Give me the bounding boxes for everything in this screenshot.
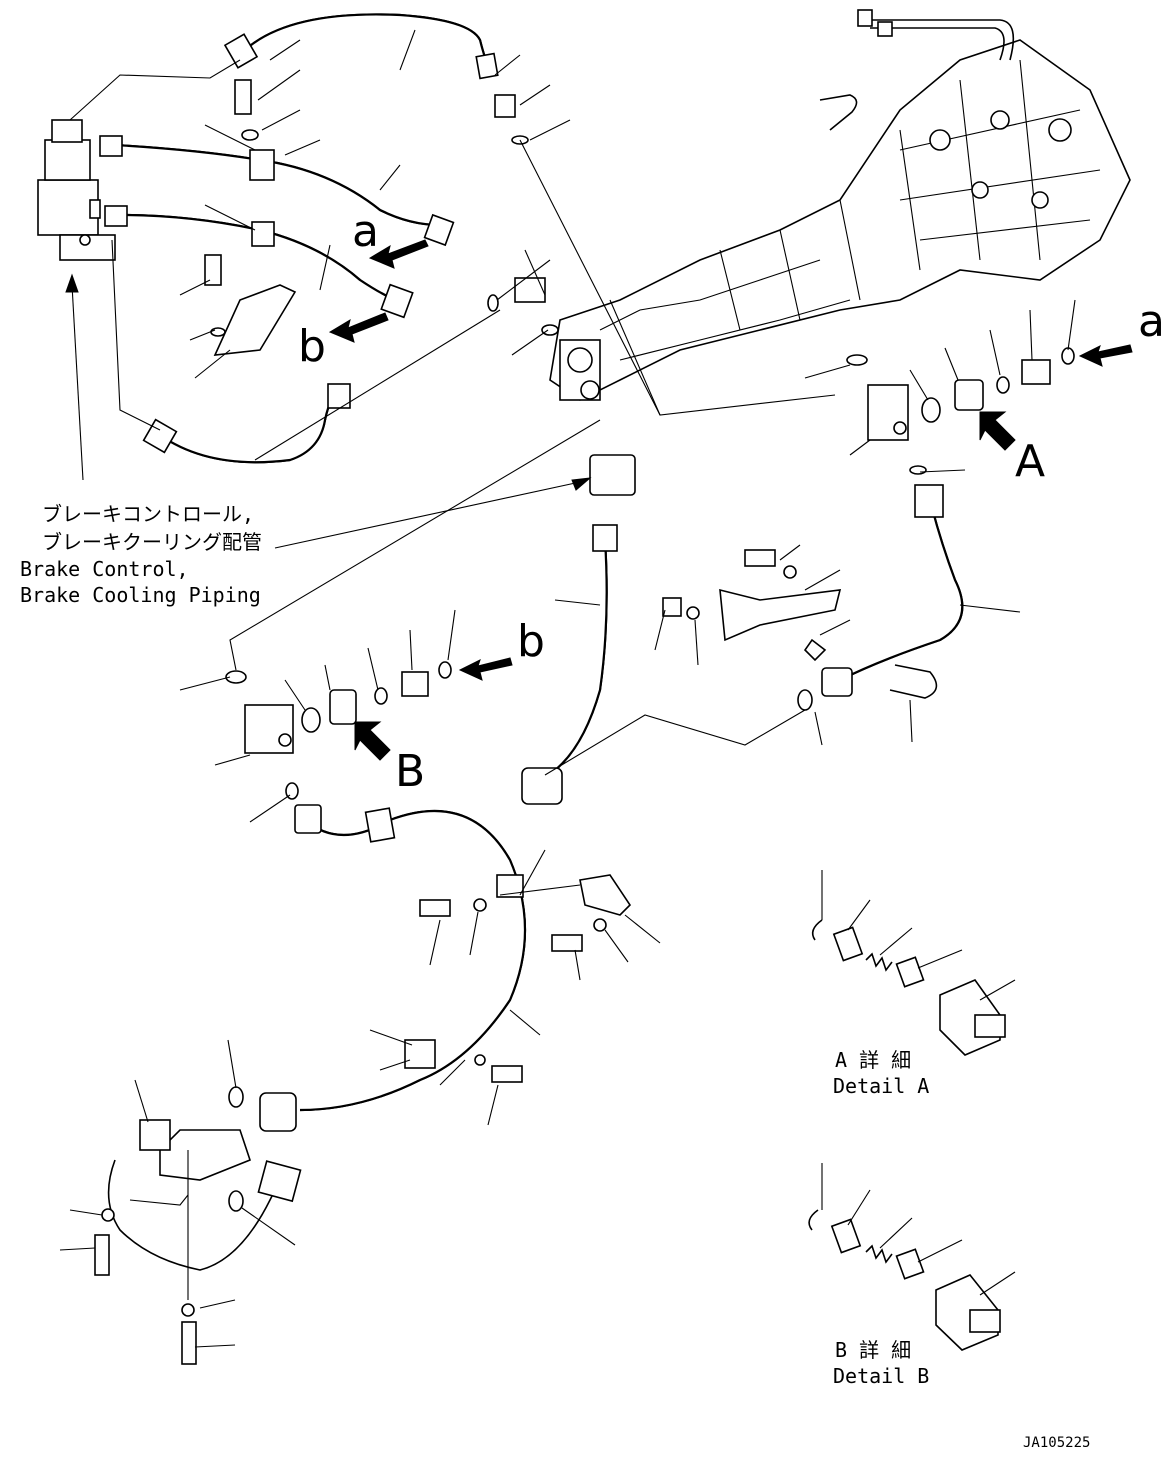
arrow-a-top-icon bbox=[368, 239, 429, 269]
callout-a-right: a bbox=[1138, 296, 1163, 347]
detail-a-jp: A 詳 細 bbox=[835, 1048, 912, 1072]
arrow-b-left-icon bbox=[328, 312, 389, 343]
leader-lines bbox=[59, 29, 1076, 1348]
transmission-assembly bbox=[549, 9, 1131, 401]
bottom-bracket bbox=[94, 1119, 302, 1365]
arrow-right-icon bbox=[571, 477, 592, 491]
callout-b-left: b bbox=[298, 321, 326, 372]
callout-B: B bbox=[395, 746, 426, 797]
fitting-group-b bbox=[225, 661, 452, 800]
drawing-code: JA105225 bbox=[1023, 1435, 1091, 1451]
arrow-up-icon bbox=[65, 273, 79, 293]
arrow-A-icon bbox=[979, 411, 1016, 451]
detail-a-en: Detail A bbox=[833, 1074, 930, 1098]
detail-b-parts bbox=[808, 1209, 1001, 1351]
title-en-line2: Brake Cooling Piping bbox=[20, 583, 261, 607]
callout-A: A bbox=[1015, 436, 1046, 487]
detail-b-en: Detail B bbox=[833, 1364, 930, 1388]
middle-hoses bbox=[521, 484, 964, 805]
arrows bbox=[65, 239, 1133, 761]
title-jp-line2: ブレーキクーリング配管 bbox=[42, 530, 262, 554]
detail-b-jp: B 詳 細 bbox=[835, 1338, 912, 1362]
callout-a-top: a bbox=[352, 206, 379, 257]
detail-a-parts bbox=[811, 919, 1006, 1056]
title-en-line1: Brake Control, bbox=[20, 557, 189, 581]
upper-hoses bbox=[99, 13, 499, 464]
arrow-a-right-icon bbox=[1078, 344, 1133, 367]
top-fittings bbox=[487, 94, 636, 496]
brake-valve bbox=[37, 119, 116, 261]
arrow-b-mid-icon bbox=[458, 657, 513, 681]
title-jp-line1: ブレーキコントロール, bbox=[42, 502, 255, 526]
lower-hose bbox=[228, 804, 632, 1132]
arrow-B-icon bbox=[354, 721, 391, 761]
callout-b-mid: b bbox=[517, 616, 545, 667]
